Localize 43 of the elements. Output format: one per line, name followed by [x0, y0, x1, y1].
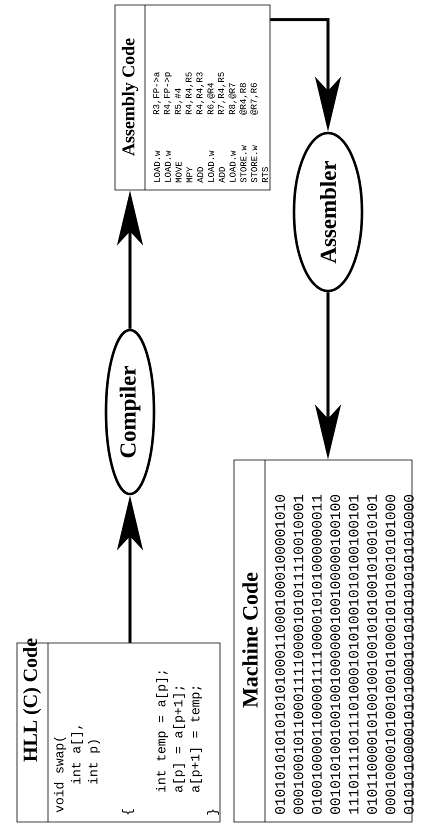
code-line: 1110111101110100010101001010100100101	[348, 494, 358, 814]
code-line: MPY	[186, 166, 192, 182]
code-line: 0101100001010010010010101001010010101	[367, 494, 377, 814]
code-line: }	[206, 809, 220, 815]
code-line: 0101010000101010001010101010101010000	[404, 495, 414, 814]
code-line: R4,R4,R5	[186, 72, 194, 114]
box-heading: Assembly Code	[122, 38, 138, 156]
code-line: int p)	[88, 740, 100, 784]
code-line: @R4,R8	[239, 83, 248, 115]
code-line: {	[122, 809, 134, 814]
code-line: void swap(	[54, 737, 66, 812]
code-box	[234, 460, 414, 822]
code-line: R8,@R7	[228, 83, 237, 114]
code-line: ADD	[197, 167, 204, 183]
code-box	[16, 638, 220, 822]
code-line: STORE.w	[240, 145, 246, 182]
code-line: int temp = a[p];	[156, 671, 168, 792]
code-line: LOAD.w	[230, 150, 236, 182]
code-box	[114, 4, 270, 190]
code-line: 0001000101100011110000101011110010001	[294, 494, 304, 814]
code-line: LOAD.w	[154, 150, 160, 182]
code-line: RTS	[262, 167, 268, 182]
code-line: STORE.w	[251, 145, 258, 182]
code-line: 0001000010100100101000101010010101000	[386, 495, 396, 814]
code-line: LOAD.w	[164, 150, 171, 182]
code-line: int a[],	[70, 726, 84, 784]
code-line: R4,R4,R3	[196, 72, 204, 114]
code-line: R5,#4	[174, 88, 182, 114]
code-line: ADD	[218, 167, 225, 183]
code-line: R6,@R4	[206, 82, 216, 114]
box-heading: HLL (C) Code	[22, 638, 42, 762]
code-line: LOAD.w	[208, 150, 214, 182]
code-line: R7,R4,R5	[218, 72, 226, 114]
code-line: a[p] = a[p+1];	[172, 686, 186, 792]
code-line: R3,FP->a	[153, 72, 161, 114]
code-line: 0100100001100001111000010101000000011	[312, 494, 322, 814]
code-line: @R7,R6	[250, 83, 258, 115]
code-line: MOVE	[176, 162, 182, 182]
code-line: 0101010101010101000110001000100001010	[275, 495, 285, 814]
box-heading: Machine Code	[242, 572, 258, 708]
code-line: R4,FP->p	[164, 72, 172, 114]
code-line: 0010101001001001000000100100000100100	[330, 495, 340, 814]
code-line: a[p+1] = temp;	[190, 686, 202, 792]
